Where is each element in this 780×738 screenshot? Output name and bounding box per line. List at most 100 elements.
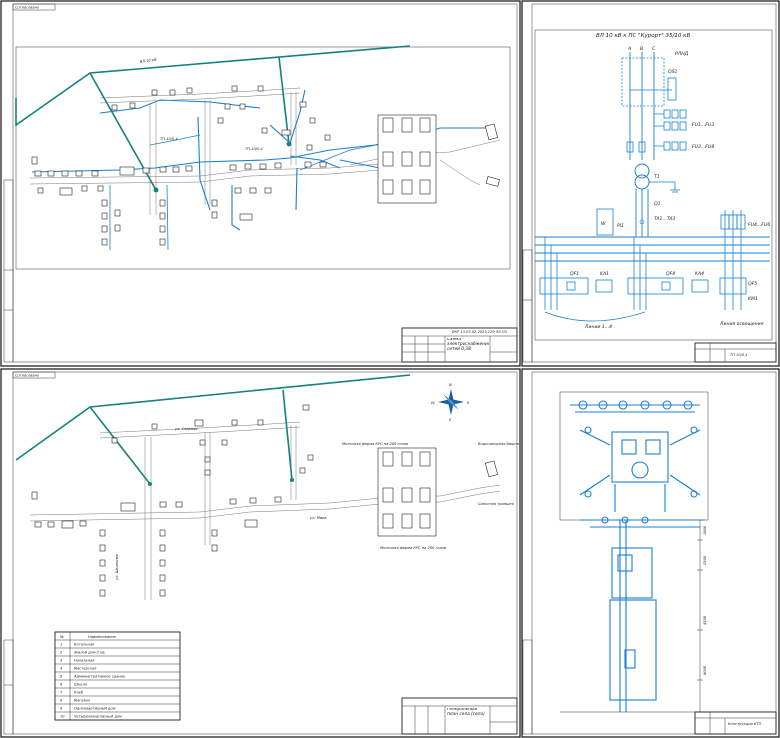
- ka4-label: KA4: [695, 271, 704, 277]
- qf5-box: [719, 277, 747, 295]
- sheet-ktp-construction: 1800 2500 4500 6000 Конструкция КТП: [521, 368, 780, 738]
- street-1-label: ул. Садовая: [174, 427, 198, 431]
- legend-row-name: Магазин: [74, 699, 91, 703]
- lv-busbars: [535, 236, 770, 262]
- legend-row-name: Клуб: [74, 691, 84, 695]
- transformer-secondary: [634, 174, 650, 190]
- legend-row-name: Жилой дом 2 кв.: [73, 651, 106, 655]
- hv-fuse-b: [638, 141, 646, 153]
- lines-brace: [544, 311, 646, 322]
- compass-e: E: [467, 401, 470, 405]
- dim-4: 6000: [703, 665, 707, 675]
- ka1-label: KA1: [600, 271, 609, 277]
- qf1-box: [539, 277, 589, 295]
- surge-arresters: [654, 109, 687, 151]
- sheet3-inner-frame: [12, 371, 518, 735]
- hv-line-10kv: [15, 45, 411, 126]
- disconnector-box: [621, 57, 665, 107]
- meter-pi1: [596, 208, 614, 236]
- ktp-side-view: 1800 2500 4500 6000: [560, 516, 710, 713]
- legend-row-number: 1: [60, 643, 62, 647]
- legend-row-name: Административное здание: [73, 675, 126, 679]
- feeders: QF1 KA1 QF4 KA4 FU4...FU6 QF5 KM1: [539, 210, 770, 310]
- fu-label: FU1...FU3: [692, 122, 714, 128]
- sheet3-corner-stamp-text: Согласовано: [15, 374, 40, 378]
- legend-row-name: Мастерская: [74, 667, 97, 671]
- ka4-box: [691, 279, 709, 293]
- sheet3-title-block: Генеральный план села (села): [401, 697, 518, 735]
- sheet2-header: ВЛ 10 кВ к ПС "Курорт" 35/10 кВ: [596, 33, 690, 39]
- legend-row-number: 10: [60, 715, 65, 719]
- plan-hv-line: [15, 374, 411, 461]
- km-label: KM1: [748, 296, 758, 302]
- legend-row-number: 6: [60, 683, 63, 687]
- sheet4-title-block: Конструкция КТП: [694, 711, 777, 735]
- legend-row-number: 8: [60, 699, 63, 703]
- sheet-tp-schematic: ВЛ 10 кВ к ПС "Курорт" 35/10 кВ A B C РЛ…: [521, 0, 780, 367]
- street-2-label: ул. Мира: [309, 516, 327, 520]
- sheet-general-plan: Согласовано N S E W ул: [0, 368, 521, 738]
- legend-row-name: Четырехквартирный дом: [74, 715, 122, 719]
- qf5-label: QF5: [748, 281, 757, 287]
- compass-w: W: [431, 401, 435, 405]
- tp2-marker: [286, 141, 292, 147]
- compass-rose: N S E W: [431, 383, 470, 422]
- legend-header-num: №: [59, 635, 64, 639]
- sheet4-stamp-title: Конструкция КТП: [728, 722, 762, 726]
- sheet2-title-block: ТП 10/0,4: [694, 342, 777, 363]
- sheet1-border: [0, 0, 521, 367]
- legend-header-name: Наименование: [88, 635, 117, 639]
- pi-label: PI1: [617, 223, 624, 229]
- ktp-top-view: [570, 400, 701, 512]
- sheet2-stamp-title: ТП 10/0,4: [730, 353, 748, 357]
- street-3-label: ул. Школьная: [115, 553, 119, 581]
- sheet1-side-strip: [3, 179, 14, 363]
- qf4-label: QF4: [666, 271, 675, 277]
- sheet2-plot-area: [534, 29, 773, 341]
- qf1-label: QF1: [570, 271, 579, 277]
- sheet1-plot-area: [15, 46, 511, 270]
- qs1-drive: [667, 77, 677, 101]
- compass-s: S: [449, 418, 452, 422]
- t1-label: T1: [654, 174, 660, 180]
- sheet1-code: ВКР 13.03.02.2023.129 ЭЭ.ПЗ: [452, 330, 508, 334]
- tp2-label: ТП-10/0,4: [245, 147, 263, 151]
- ta-label: TA1...TA3: [654, 216, 675, 222]
- lines-label: Линии 1...4: [584, 324, 612, 330]
- sheet3-border: [0, 368, 521, 738]
- fu3-label: FU4...FU6: [748, 222, 770, 228]
- dim-3: 4500: [703, 615, 707, 625]
- legend-row-number: 2: [60, 651, 63, 655]
- legend-row-number: 4: [60, 667, 63, 671]
- sheet1-corner-stamp: [12, 3, 56, 11]
- legend-row-name: Котельная: [74, 643, 95, 647]
- tp1-marker: [153, 187, 159, 193]
- sheet2-border: [521, 0, 780, 367]
- sheet1-buildings: [31, 85, 500, 246]
- plan-buildings: [31, 404, 499, 597]
- sheet4-top-view-area: [559, 391, 709, 521]
- hv-fuse-a: [626, 141, 634, 153]
- street-light-label: Линия освещения: [719, 321, 764, 327]
- sheet1-stamp-title: Схема электроснабжения сетей 0,38: [447, 338, 489, 352]
- phase-c-label: C: [652, 46, 656, 52]
- farm-1-label: Молочная ферма КРС на 200 голов: [342, 442, 408, 446]
- sheet4-border: [521, 368, 780, 738]
- sheet-network-plan: Согласовано ВЛ-10 кВ: [0, 0, 521, 367]
- phase-b-label: B: [640, 46, 643, 52]
- legend-row-name: Начальная: [74, 659, 95, 663]
- tp1-label: ТП-10/0,4: [160, 137, 178, 141]
- farm-2-label: Молочная ферма КРС на 200 голов: [380, 546, 446, 550]
- plan-roads: [29, 421, 501, 600]
- qf1-main-label: Q1: [654, 201, 661, 207]
- legend-row-number: 3: [60, 659, 63, 663]
- fu2-label: FU3...FU8: [692, 144, 714, 150]
- meter-symbol: W: [601, 221, 606, 227]
- legend-row-number: 7: [60, 691, 63, 695]
- hv-branch-2: [278, 56, 290, 145]
- sheet1-roads: [29, 87, 501, 215]
- qs1-label: QS1: [668, 69, 678, 75]
- disconnector-label: РЛНД: [675, 51, 689, 57]
- hv-line-label: ВЛ-10 кВ: [140, 58, 158, 64]
- silage-label: Силосная траншея: [478, 502, 515, 506]
